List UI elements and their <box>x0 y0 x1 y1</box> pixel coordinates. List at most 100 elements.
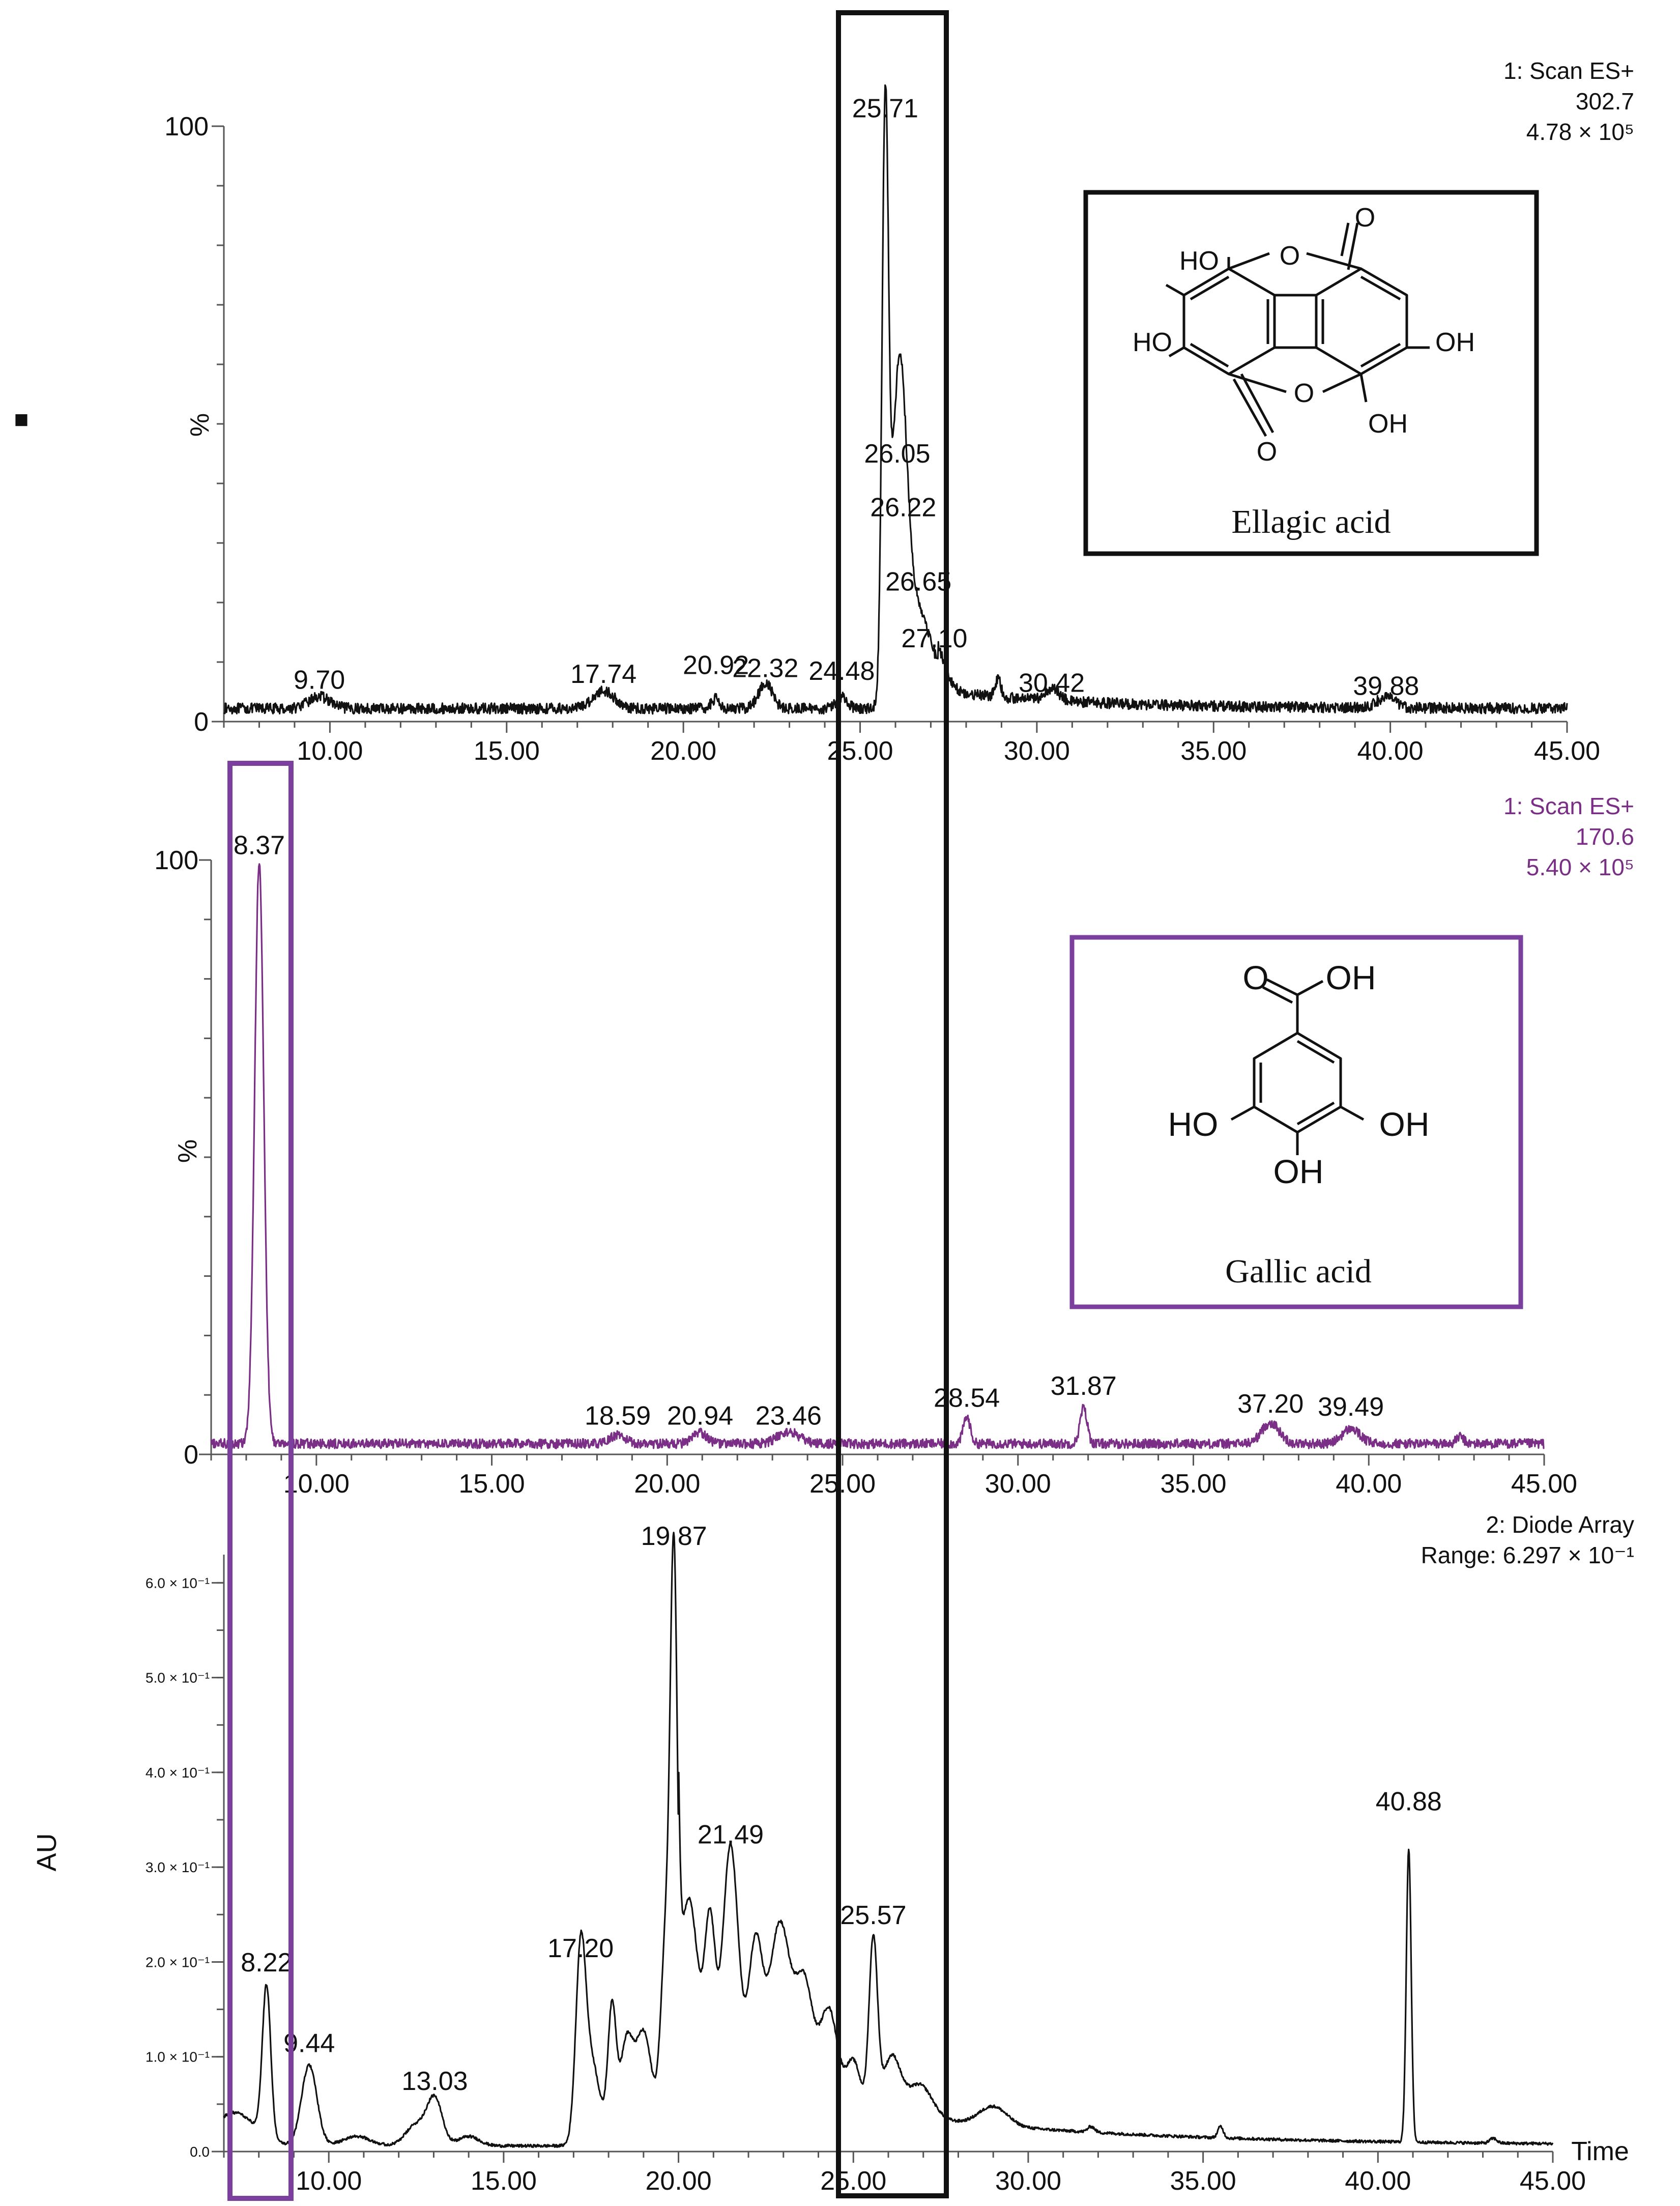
ellagic-oh-3: OH <box>1435 328 1475 357</box>
peak-label: 26.65 <box>885 567 951 597</box>
x-tick-label: 20.00 <box>646 2166 712 2196</box>
peak-label: 26.22 <box>870 493 936 522</box>
x-tick-label: 25.00 <box>809 1469 876 1499</box>
peak-label: 23.46 <box>756 1401 822 1431</box>
peak-label: 8.22 <box>241 1948 292 1978</box>
diode-trace <box>223 1532 1554 2148</box>
ellagic-header-line-2: 302.7 <box>1576 88 1634 114</box>
diode-y-axis-label: AU <box>32 1833 62 1871</box>
ellagic-acid-name: Ellagic acid <box>1231 503 1391 540</box>
peak-label: 31.87 <box>1051 1371 1117 1401</box>
gallic-header: 1: Scan ES+ 170.6 5.40 × 10⁵ <box>1503 793 1634 880</box>
ellagic-acid-structure: HO HO OH OH O O O O Ellagic acid <box>1083 190 1539 556</box>
x-tick-label: 10.00 <box>283 1469 350 1499</box>
ellagic-y-axis-label: % <box>185 413 215 437</box>
x-tick-label: 35.00 <box>1160 1469 1226 1499</box>
x-tick-label: 45.00 <box>1520 2166 1586 2196</box>
peak-label: 17.20 <box>547 1934 614 1963</box>
x-tick-label: 45.00 <box>1511 1469 1577 1499</box>
y-tick-label: 100 <box>154 846 198 875</box>
peak-label: 26.05 <box>864 439 930 469</box>
peak-label: 22.32 <box>732 653 798 683</box>
y-tick-label: 6.0 × 10⁻¹ <box>146 1575 210 1591</box>
peak-label: 24.48 <box>808 656 875 686</box>
peak-label: 9.70 <box>294 666 345 695</box>
ellagic-header-line-1: 1: Scan ES+ <box>1503 58 1634 84</box>
gallic-acid-oh: OH <box>1326 959 1376 996</box>
x-tick-label: 40.00 <box>1357 736 1424 766</box>
x-tick-label: 45.00 <box>1534 736 1600 766</box>
y-tick-label: 5.0 × 10⁻¹ <box>146 1670 210 1686</box>
x-tick-label: 40.00 <box>1345 2166 1411 2196</box>
peak-label: 30.42 <box>1019 669 1085 698</box>
ellagic-trace <box>223 84 1568 715</box>
gallic-oh-right: OH <box>1379 1105 1430 1143</box>
peak-label: 37.20 <box>1237 1389 1304 1419</box>
x-tick-label: 40.00 <box>1336 1469 1402 1499</box>
ellagic-header-line-3: 4.78 × 10⁵ <box>1526 119 1634 145</box>
peak-label: 40.88 <box>1376 1787 1442 1816</box>
gallic-header-line-3: 5.40 × 10⁵ <box>1526 854 1634 880</box>
x-tick-label: 30.00 <box>985 1469 1051 1499</box>
y-tick-label: 100 <box>164 112 209 141</box>
ellagic-carbonyl-o-2: O <box>1257 437 1277 467</box>
ellagic-ring-o-2: O <box>1294 379 1314 408</box>
gallic-peak-labels: 8.37 18.59 20.94 23.46 28.54 31.87 37.20 39.49 <box>234 830 1384 1430</box>
panel-marker: ■ <box>14 406 29 433</box>
peak-label: 18.59 <box>585 1401 651 1431</box>
x-tick-label: 25.00 <box>820 2166 886 2196</box>
gallic-acid-name: Gallic acid <box>1225 1253 1372 1290</box>
y-tick-label: 1.0 × 10⁻¹ <box>146 2049 210 2065</box>
peak-label: 39.88 <box>1353 671 1419 701</box>
diode-x-axis-label: Time <box>1571 2137 1629 2166</box>
ellagic-oh-2: HO <box>1133 328 1172 357</box>
y-tick-label: 0 <box>184 1440 198 1470</box>
peak-label: 39.49 <box>1318 1392 1384 1422</box>
ellagic-carbonyl-o-1: O <box>1355 203 1375 233</box>
peak-label: 28.54 <box>934 1384 1000 1413</box>
peak-label: 19.87 <box>641 1522 707 1551</box>
gallic-oh-bottom: OH <box>1273 1153 1324 1190</box>
x-tick-label: 15.00 <box>474 736 540 766</box>
gallic-carbonyl-o: O <box>1242 959 1268 996</box>
peak-label: 20.94 <box>667 1401 733 1431</box>
ellagic-oh-4: OH <box>1368 409 1408 439</box>
y-tick-label: 0.0 <box>190 2144 210 2160</box>
y-tick-label: 2.0 × 10⁻¹ <box>146 1954 210 1970</box>
peak-label: 17.74 <box>570 660 636 689</box>
peak-label: 27.10 <box>901 624 967 653</box>
gallic-acid-structure: O OH HO OH OH Gallic acid <box>1069 935 1523 1309</box>
diode-header-line-1: 2: Diode Array <box>1486 1511 1634 1538</box>
ellagic-header: 1: Scan ES+ 302.7 4.78 × 10⁵ <box>1503 58 1634 145</box>
x-tick-label: 20.00 <box>634 1469 700 1499</box>
ellagic-ring-o-1: O <box>1280 241 1300 271</box>
x-tick-label: 35.00 <box>1170 2166 1236 2196</box>
gallic-trace <box>210 863 1545 1449</box>
x-tick-label: 30.00 <box>1004 736 1070 766</box>
gallic-header-line-1: 1: Scan ES+ <box>1503 793 1634 819</box>
x-tick-label: 35.00 <box>1180 736 1247 766</box>
gallic-highlight-box <box>227 761 294 2201</box>
x-tick-label: 20.00 <box>650 736 716 766</box>
peak-label: 25.57 <box>840 1901 906 1930</box>
x-tick-label: 30.00 <box>995 2166 1061 2196</box>
peak-label: 25.71 <box>852 94 918 123</box>
gallic-y-axis-label: % <box>173 1139 202 1163</box>
y-tick-label: 0 <box>194 707 209 737</box>
y-tick-label: 4.0 × 10⁻¹ <box>146 1765 210 1781</box>
peak-label: 13.03 <box>401 2067 468 2096</box>
diode-header: 2: Diode Array Range: 6.297 × 10⁻¹ <box>1421 1511 1634 1568</box>
peak-label: 20.92 <box>683 650 749 680</box>
y-tick-label: 3.0 × 10⁻¹ <box>146 1859 210 1875</box>
peak-label: 21.49 <box>698 1820 764 1850</box>
x-tick-label: 15.00 <box>471 2166 537 2196</box>
peak-label: 8.37 <box>234 830 285 860</box>
ellagic-oh-1: HO <box>1179 246 1219 276</box>
